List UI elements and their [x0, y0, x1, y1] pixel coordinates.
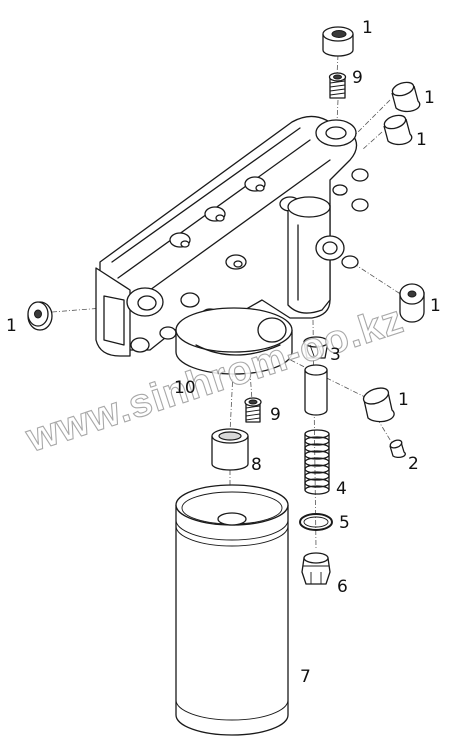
spring: [304, 429, 330, 495]
callout-1-mid-right: 1: [430, 296, 441, 316]
callout-5: 5: [339, 513, 350, 533]
small-plug: [389, 439, 406, 459]
callout-7: 7: [300, 667, 311, 687]
screw-top: [328, 72, 347, 99]
callout-1-upper-right2: 1: [416, 130, 427, 150]
callout-8: 8: [251, 455, 262, 475]
callout-1-upper-right: 1: [424, 88, 435, 108]
callout-4: 4: [336, 479, 347, 499]
o-ring: [299, 513, 333, 531]
plug-screw: [301, 552, 331, 585]
callout-labels: 1 9 1 1 1 1 3 1 2 10 9 8 4 5 6 7: [6, 18, 441, 687]
filter-housing: [95, 115, 369, 375]
callout-1-left: 1: [6, 316, 17, 336]
sleeve: [211, 428, 249, 471]
callout-1-top: 1: [362, 18, 373, 38]
plug-upper-right-2: [383, 114, 413, 146]
callout-9-lower: 9: [270, 405, 281, 425]
screw-lower: [244, 397, 262, 423]
callout-1-lower-right: 1: [398, 390, 409, 410]
plug-cap-top: [322, 26, 354, 57]
valve-piston: [303, 336, 329, 416]
plug-lower-right: [362, 387, 395, 423]
callout-3: 3: [330, 345, 341, 365]
plug-left: [27, 301, 53, 331]
callout-2: 2: [408, 454, 419, 474]
plug-upper-right-1: [391, 81, 421, 113]
filter-cartridge: [175, 484, 289, 736]
callout-10: 10: [174, 378, 196, 398]
callout-9-top: 9: [352, 68, 363, 88]
callout-6: 6: [337, 577, 348, 597]
plug-mid-right: [399, 283, 425, 323]
